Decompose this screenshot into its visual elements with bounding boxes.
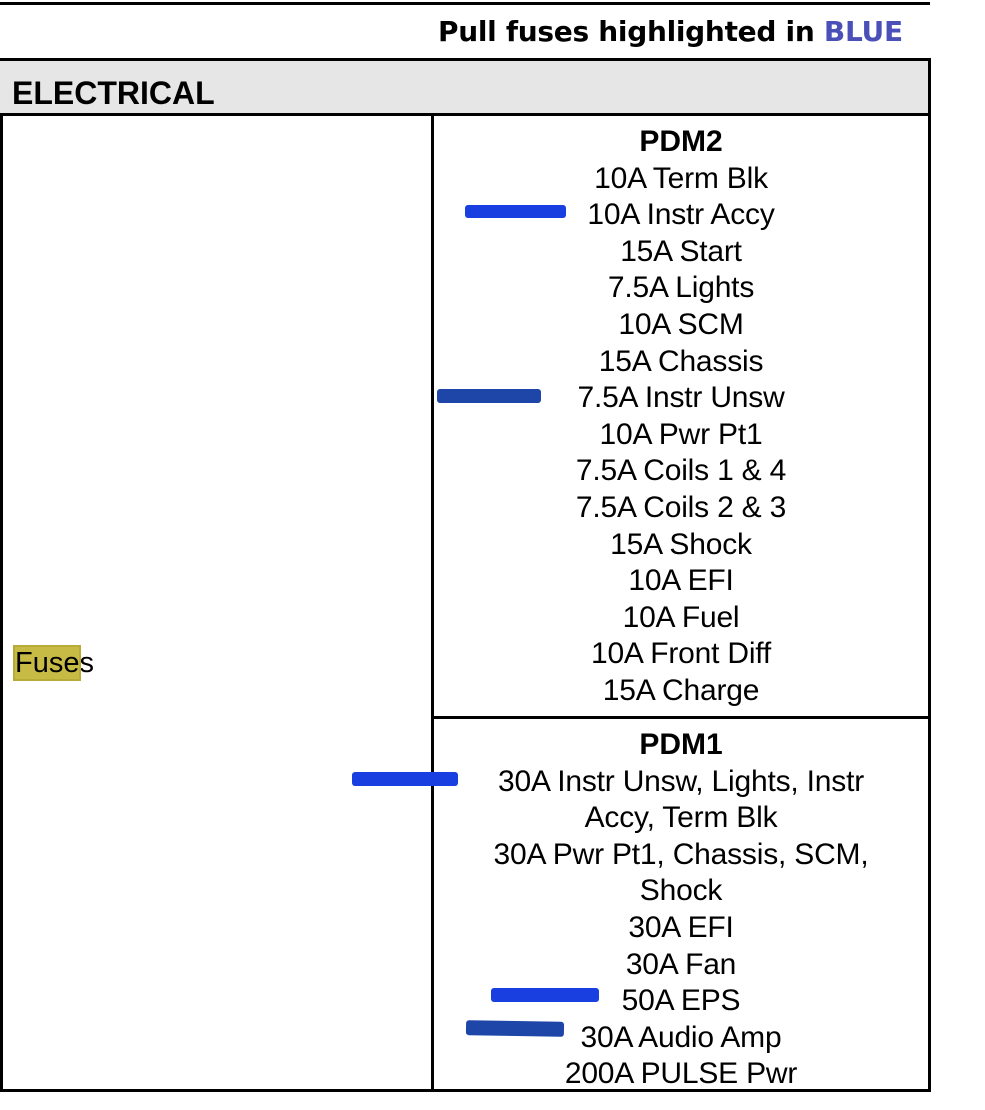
section-title: ELECTRICAL	[12, 75, 215, 111]
fuse-item: 7.5A Coils 1 & 4	[575, 454, 787, 488]
pull-mark	[465, 205, 566, 218]
fuses-label-tail: s	[79, 647, 94, 679]
column-divider	[431, 116, 434, 1089]
fuses-label: Fuses	[12, 645, 94, 681]
pull-mark	[437, 389, 541, 403]
fuse-item: 15A Chassis	[598, 344, 764, 378]
fuse-item: 10A Fuel	[622, 600, 740, 634]
fuse-item: 15A Shock	[610, 527, 752, 561]
fuse-item: 15A Start	[620, 234, 742, 268]
fuse-item: 10A Term Blk	[594, 161, 768, 195]
pdm2-cell: PDM2 10A Term Blk 10A Instr Accy 15A Sta…	[434, 116, 928, 719]
fuse-item: 15A Charge	[602, 673, 760, 707]
fuse-item: 10A SCM	[618, 307, 744, 341]
fuse-item: 200A PULSE Pwr	[564, 1057, 798, 1091]
fuse-item: 30A Fan	[625, 947, 737, 981]
pdm2-fuse-list: 10A Term Blk 10A Instr Accy 15A Start 7.…	[434, 161, 928, 710]
fuse-item: 7.5A Coils 2 & 3	[575, 490, 787, 524]
fuse-item: 10A Instr Accy	[587, 198, 775, 232]
pull-mark	[491, 988, 599, 1002]
instruction-prefix: Pull fuses highlighted in	[438, 15, 824, 48]
pull-mark	[352, 772, 458, 786]
fuse-item: 10A Pwr Pt1	[599, 417, 763, 451]
instruction-accent-word: BLUE	[823, 15, 903, 48]
fuse-item: 30A Audio Amp	[580, 1020, 782, 1054]
fuse-item: 30A Pwr Pt1, Chassis, SCM, Shock	[493, 837, 869, 908]
pdm1-cell: PDM1 30A Instr Unsw, Lights, Instr Accy,…	[434, 719, 928, 1090]
fuse-item: 7.5A Lights	[607, 271, 755, 305]
fuses-label-highlight: Fuse	[12, 645, 82, 681]
pdm1-fuse-list: 30A Instr Unsw, Lights, Instr Accy, Term…	[434, 764, 928, 1093]
fuse-item: 10A Front Diff	[590, 637, 772, 671]
instruction-text: Pull fuses highlighted in BLUE	[438, 14, 903, 50]
row-label-cell: Fuses	[0, 116, 431, 1089]
fuse-item: 7.5A Instr Unsw	[577, 381, 785, 415]
fuse-item: 10A EFI	[628, 564, 734, 598]
pull-mark	[465, 1020, 565, 1037]
fuse-item: 30A EFI	[628, 910, 734, 944]
fuse-table: ELECTRICAL Fuses PDM2 10A Term Blk 10A I…	[0, 58, 931, 1092]
pdm1-heading: PDM1	[639, 728, 723, 761]
top-rule	[0, 2, 930, 5]
fuse-item: 30A Instr Unsw, Lights, Instr Accy, Term…	[497, 764, 865, 835]
section-header: ELECTRICAL	[0, 61, 928, 116]
fuse-item: 50A EPS	[621, 984, 741, 1018]
pdm2-heading: PDM2	[639, 125, 723, 158]
